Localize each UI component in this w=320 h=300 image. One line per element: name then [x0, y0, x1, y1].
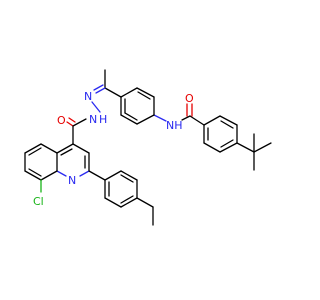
quinoline-benzo-ring: [24, 143, 58, 181]
tert-butylphenyl-ring: [203, 115, 238, 153]
molecule-diagram: O NH N N H O: [24, 69, 272, 226]
tert-butyl-group: [236, 133, 272, 171]
carbonyl-oxygen-label-2: O: [57, 114, 66, 127]
carbonyl-oxygen-label-1: O: [185, 92, 194, 105]
imine-nitrogen-label: N: [84, 90, 92, 103]
central-phenyl-ring: [120, 87, 155, 125]
hydrazide-carbonyl: [66, 117, 87, 145]
hydrazide-nitrogen-label: N: [89, 113, 97, 126]
quinoline-pyridine-ring: [56, 143, 90, 177]
ethyl-group: [136, 197, 154, 226]
amide-carbonyl: [181, 103, 205, 126]
hydrazide-hydrogen-label: H: [99, 113, 107, 126]
molecule-structure: O NH N N H O: [24, 69, 272, 226]
ethylphenyl-ring: [88, 170, 138, 208]
quinoline-nitrogen-label: N: [68, 174, 76, 187]
imine-carbon-group: [93, 69, 122, 98]
amide-nh-label: NH: [166, 119, 183, 132]
chlorine-label: Cl: [33, 195, 44, 208]
